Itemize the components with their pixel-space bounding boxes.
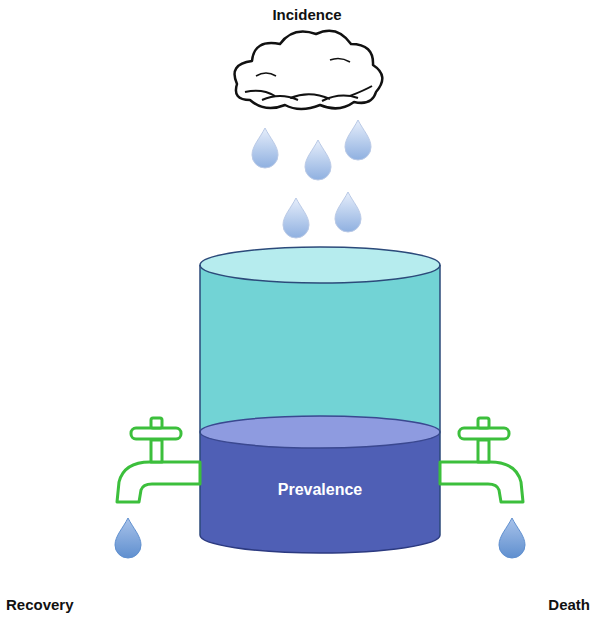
death-drop: [499, 518, 525, 558]
rain-drops: [252, 120, 371, 238]
death-tap: [440, 418, 523, 502]
cloud: [235, 31, 383, 109]
prevalence-pool: Prevalence: [200, 446, 440, 534]
recovery-drop: [115, 518, 141, 558]
flow-label: Death: [548, 596, 590, 613]
node-text: Prevalence: [278, 481, 363, 499]
flow-label: Incidence: [272, 6, 341, 23]
cylinder: [200, 247, 440, 553]
recovery-tap: [117, 418, 200, 502]
flow-label: Recovery: [6, 596, 74, 613]
